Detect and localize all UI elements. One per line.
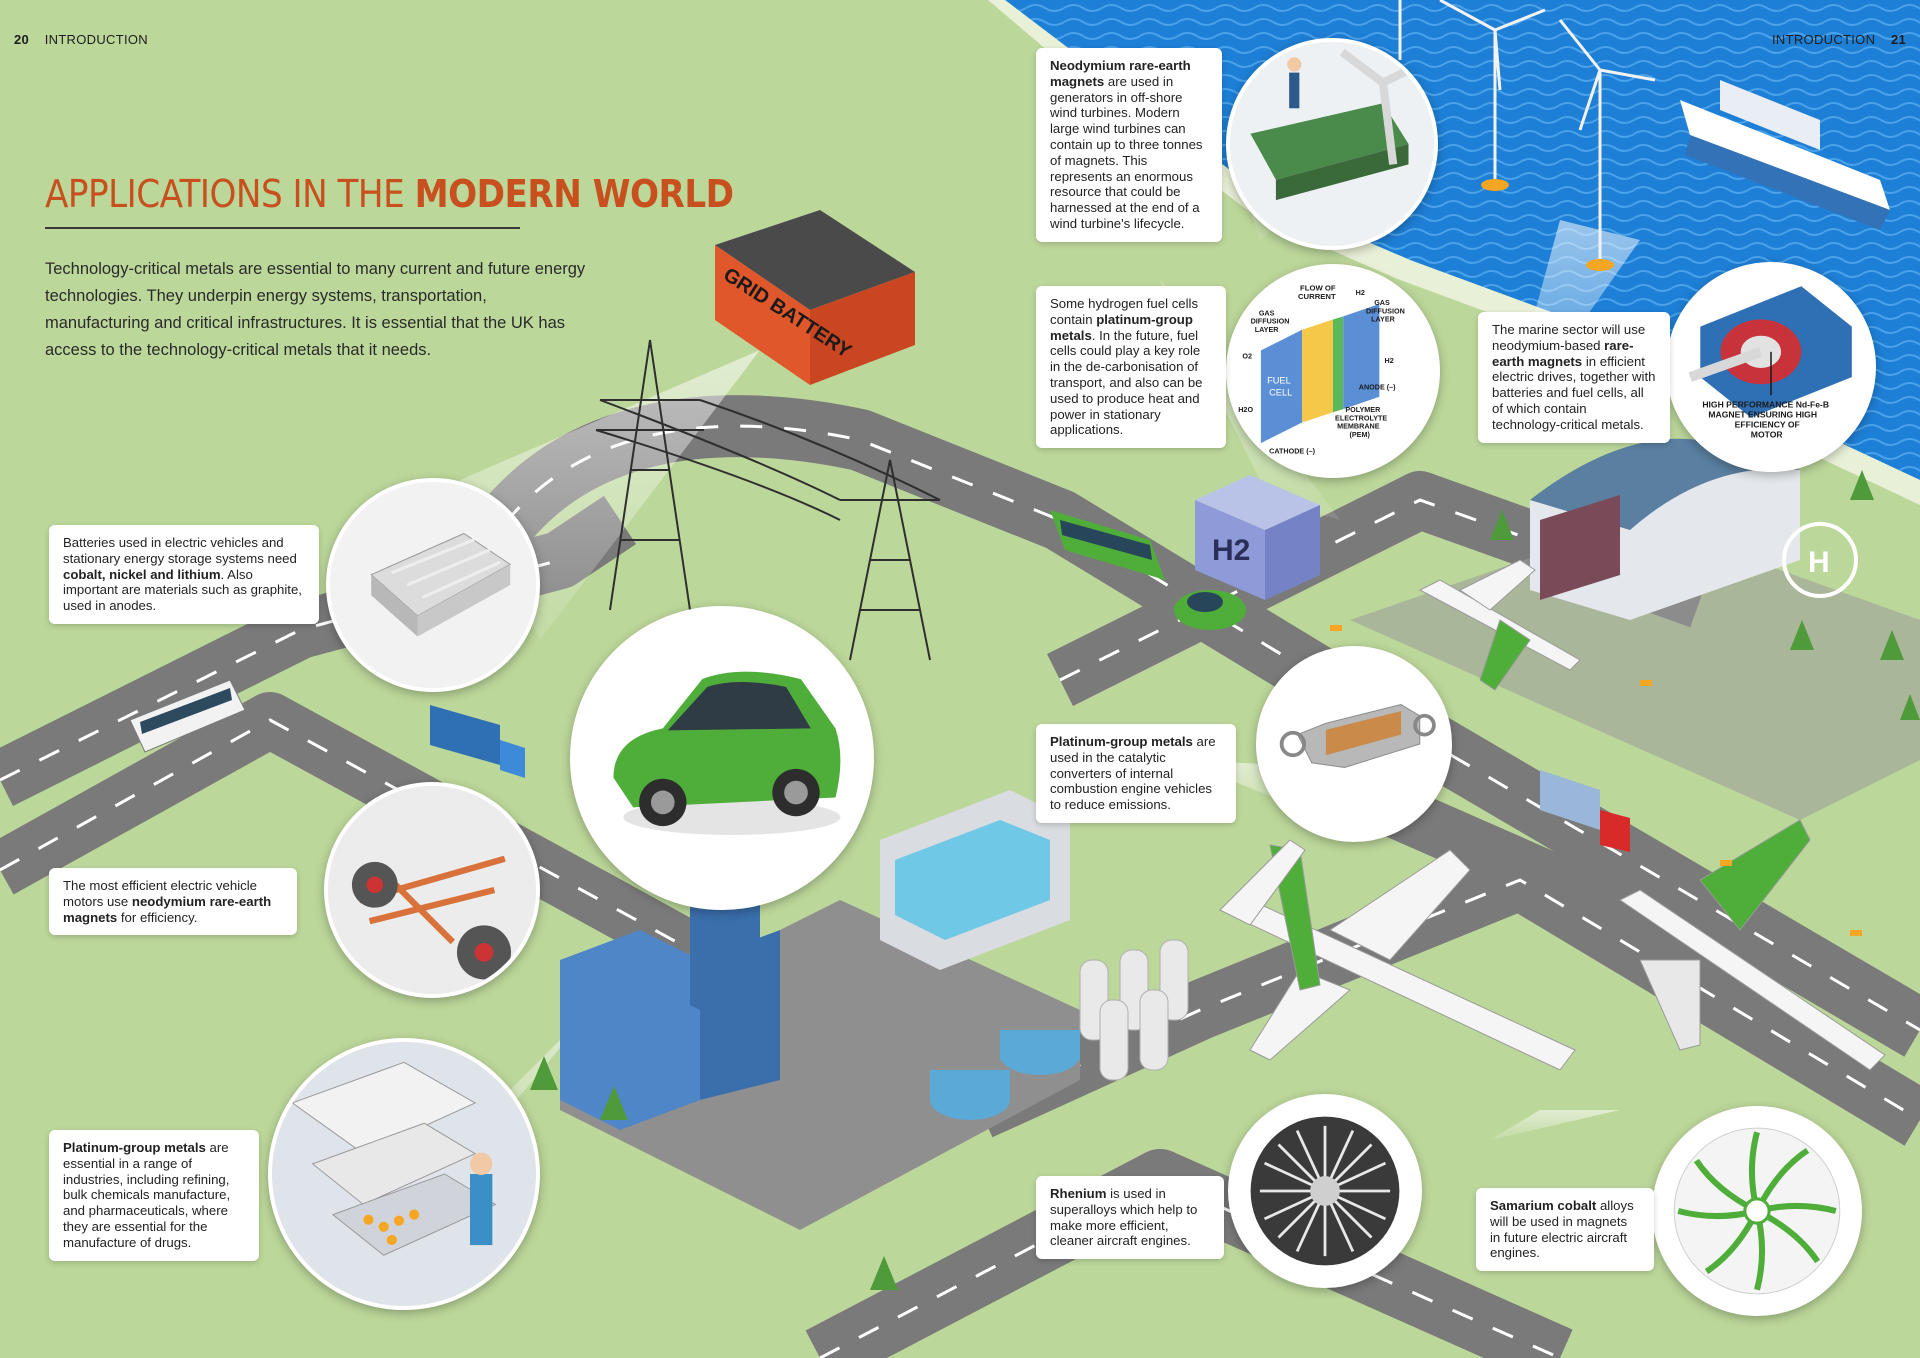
pharmaceutical-lab-circle <box>268 1038 540 1310</box>
fuel-cell-word-1: FUEL <box>1267 375 1291 385</box>
callout-neodymium-wind-text: are used in generators in off-shore wind… <box>1050 73 1203 231</box>
callout-rhenium: Rhenium is used in superalloys which hel… <box>1036 1176 1224 1260</box>
small-green-car <box>1174 590 1246 630</box>
green-bus <box>1050 510 1165 580</box>
callout-neodymium-wind: Neodymium rare-earth magnets are used in… <box>1036 48 1222 242</box>
white-bus <box>129 679 246 753</box>
wind-nacelle-circle <box>1226 38 1438 250</box>
small-plane <box>1418 559 1581 691</box>
h2-top-label: H2 <box>1356 288 1365 297</box>
electric-aircraft-engine-circle <box>1652 1106 1862 1316</box>
flow-label-1: FLOW OF <box>1300 284 1336 293</box>
page-number-left: 20 <box>14 32 30 47</box>
callout-pgm-industry-text: are essential in a range of industries, … <box>63 1140 231 1250</box>
callout-batteries-text-2: . Also important are materials such as g… <box>63 566 302 614</box>
green-car-circle <box>570 606 874 910</box>
callout-rhenium-text: is used in superalloys which help to mak… <box>1050 1186 1198 1249</box>
page-title: APPLICATIONS IN THE MODERN WORLD <box>45 172 734 216</box>
flow-label-2: CURRENT <box>1298 292 1336 301</box>
h2-label: H2 <box>1212 534 1250 567</box>
battery-pack-circle <box>326 478 540 692</box>
svg-text:H: H <box>1808 546 1830 579</box>
catalytic-converter-circle <box>1256 646 1452 842</box>
callout-batteries-text-1: Batteries used in electric vehicles and … <box>63 535 297 566</box>
page-number-right: 21 <box>1890 32 1906 47</box>
large-plane <box>1219 839 1576 1071</box>
section-label-left: INTRODUCTION <box>44 32 148 47</box>
callout-samarium: Samarium cobalt alloys will be used in m… <box>1476 1188 1654 1272</box>
power-pylons <box>595 339 941 661</box>
pem-label-1: POLYMER <box>1345 405 1381 414</box>
intro-paragraph: Technology-critical metals are essential… <box>45 260 586 359</box>
callout-ev-motors: The most efficient electric vehicle moto… <box>49 868 297 936</box>
ship <box>1680 80 1890 230</box>
fuel-cell-word-2: CELL <box>1269 388 1292 398</box>
callout-ev-motors-text-2: for efficiency. <box>117 909 198 925</box>
wind-turbines <box>1398 0 1656 260</box>
gdl-left-3: LAYER <box>1255 325 1280 334</box>
factory-complex <box>560 790 1189 1230</box>
cathode-label: CATHODE (–) <box>1269 446 1315 455</box>
callout-fuel-cells-bold: platinum-group metals <box>1050 311 1193 343</box>
trees <box>530 470 1920 1290</box>
motor-caption-3: EFFICIENCY OF <box>1735 420 1800 430</box>
callout-marine-text-1: The marine sector will use neodymium-bas… <box>1492 322 1646 353</box>
o2-label: O2 <box>1242 352 1252 361</box>
callout-fuel-cells: Some hydrogen fuel cells contain platinu… <box>1036 286 1226 449</box>
callout-batteries: Batteries used in electric vehicles and … <box>49 525 319 624</box>
gdl-left-2: DIFFUSION <box>1251 317 1290 326</box>
callout-catalytic: Platinum-group metals are used in the ca… <box>1036 724 1236 823</box>
callout-samarium-text: alloys will be used in magnets in future… <box>1490 1198 1634 1261</box>
callout-fuel-cells-text-1: Some hydrogen fuel cells contain <box>1050 296 1199 327</box>
callout-marine-text-2: in efficient electric drives, together w… <box>1492 353 1656 432</box>
jet-engine-circle <box>1228 1094 1422 1288</box>
anode-label: ANODE (–) <box>1359 383 1396 392</box>
page-header-left: 20 INTRODUCTION <box>14 32 148 47</box>
gdl-left-1: GAS <box>1259 308 1275 317</box>
electric-plane <box>1619 819 1886 1071</box>
page-title-bold: MODERN WORLD <box>414 172 734 216</box>
callout-catalytic-text: are used in the catalytic converters of … <box>1050 734 1216 813</box>
callout-catalytic-bold: Platinum-group metals <box>1050 734 1193 749</box>
callout-marine-bold: rare-earth magnets <box>1492 337 1634 369</box>
title-rule <box>45 227 520 229</box>
page-title-regular: APPLICATIONS IN THE <box>45 172 415 216</box>
h2-mid-label: H2 <box>1385 356 1394 365</box>
pem-label-2: ELECTROLYTE <box>1335 413 1387 422</box>
callout-marine: The marine sector will use neodymium-bas… <box>1478 312 1670 443</box>
callout-ev-motors-bold: neodymium rare-earth magnets <box>63 893 272 925</box>
gdl-right-1: GAS <box>1374 298 1390 307</box>
pem-label-4: (PEM) <box>1349 430 1370 439</box>
red-lorry <box>1540 770 1630 852</box>
gdl-right-2: DIFFUSION <box>1366 306 1405 315</box>
callout-fuel-cells-text-2: . In the future, fuel cells could play a… <box>1050 327 1203 438</box>
gdl-right-3: LAYER <box>1371 315 1396 324</box>
section-label-right: INTRODUCTION <box>1772 32 1876 47</box>
blue-lorry <box>430 705 525 778</box>
callout-ev-motors-text-1: The most efficient electric vehicle moto… <box>63 878 257 909</box>
helipad: H <box>1782 522 1858 598</box>
marine-motor-circle: HIGH PERFORMANCE Nd-Fe-B MAGNET ENSURING… <box>1666 262 1876 472</box>
pem-label-3: MEMBRANE <box>1337 422 1380 431</box>
motor-caption-1: HIGH PERFORMANCE Nd-Fe-B <box>1702 399 1829 409</box>
hydrogen-container: H2 <box>1195 475 1320 600</box>
ev-drivetrain-circle <box>324 782 540 998</box>
callout-pgm-industry: Platinum-group metals are essential in a… <box>49 1130 259 1261</box>
motor-caption-4: MOTOR <box>1751 430 1784 440</box>
callout-neodymium-wind-bold: Neodymium rare-earth magnets <box>1050 58 1191 89</box>
callout-pgm-industry-bold: Platinum-group metals <box>63 1140 206 1155</box>
page-header-right: INTRODUCTION 21 <box>1772 32 1906 47</box>
callout-batteries-bold: cobalt, nickel and lithium <box>63 566 221 582</box>
callout-rhenium-bold: Rhenium <box>1050 1186 1107 1201</box>
grid-battery: GRID BATTERY <box>715 210 915 385</box>
fuel-cell-circle: FUEL CELL FLOW OF CURRENT GAS DIFFUSION … <box>1226 264 1440 478</box>
motor-caption-2: MAGNET ENSURING HIGH <box>1708 410 1817 420</box>
hangar <box>1530 438 1800 620</box>
h2o-label: H2O <box>1238 405 1253 414</box>
callout-samarium-bold: Samarium cobalt <box>1490 1198 1597 1213</box>
